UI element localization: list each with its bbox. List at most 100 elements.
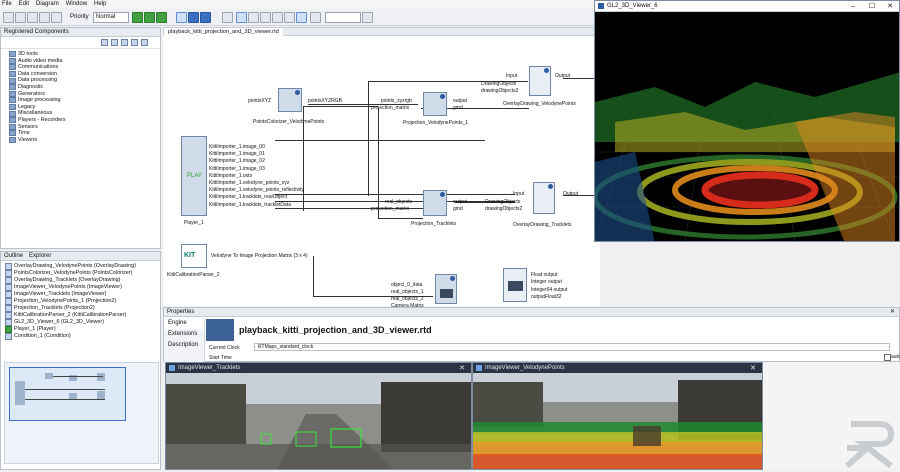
port-label[interactable]: real_objects_1: [391, 289, 424, 295]
minimap-viewport[interactable]: [9, 367, 126, 421]
pause-icon[interactable]: [176, 12, 187, 23]
text-icon[interactable]: [284, 12, 295, 23]
port-label[interactable]: KittiImporter_1.tracklets_realObject: [209, 194, 288, 201]
maximize-icon[interactable]: ☐: [868, 3, 875, 10]
port-label[interactable]: Input: [513, 191, 525, 197]
outline-item[interactable]: KittiCalibrationParser_2 (KittiCalibrati…: [5, 312, 160, 319]
menu-edit[interactable]: Edit: [18, 1, 30, 7]
port-label[interactable]: Output: [563, 191, 579, 197]
outline-item[interactable]: ImageViewer_VelodynePoints (ImageViewer): [5, 284, 160, 291]
close-icon[interactable]: ✕: [750, 365, 756, 372]
port-label[interactable]: Output: [555, 73, 571, 79]
stop-icon[interactable]: [144, 12, 155, 23]
port-label[interactable]: pointsXYZ: [248, 98, 272, 104]
image-viewer-velodyne-titlebar[interactable]: ImageViewer_VelodynePoints ✕: [473, 363, 762, 374]
filter-icon[interactable]: [101, 39, 108, 46]
tab-explorer[interactable]: Explorer: [29, 253, 52, 259]
port-label[interactable]: Input: [506, 73, 518, 79]
tab-outline[interactable]: Outline: [4, 253, 24, 259]
record-icon[interactable]: [260, 12, 271, 23]
connect-wire-icon[interactable]: [248, 12, 259, 23]
sort-icon[interactable]: [121, 39, 128, 46]
close-icon[interactable]: ✕: [889, 309, 895, 315]
port-label[interactable]: KittiImporter_1.velodyne_points_reflecti…: [209, 187, 305, 194]
menu-help[interactable]: Help: [94, 1, 107, 7]
port-label[interactable]: KittiImporter_1.image_03: [209, 165, 265, 172]
tree-item[interactable]: Players - Recorders: [9, 117, 160, 124]
view-icon[interactable]: [131, 39, 138, 46]
close-icon[interactable]: ✕: [887, 3, 893, 10]
tree-item[interactable]: Miscellaneous: [9, 110, 160, 117]
fast-forward-icon[interactable]: [200, 12, 211, 23]
outline-item[interactable]: Player_1 (Player): [5, 326, 160, 333]
tree-item[interactable]: Sensors: [9, 124, 160, 131]
port-label[interactable]: KittiImporter_1.oxts: [209, 172, 253, 179]
kitti-calibration-block[interactable]: KIT: [181, 244, 207, 268]
tab-extensions[interactable]: Extensions: [168, 331, 198, 337]
fit-icon[interactable]: [362, 12, 373, 23]
port-label[interactable]: KittiImporter_1.velodyne_points_xyz: [209, 180, 290, 187]
points-colorizer-block[interactable]: [278, 88, 302, 112]
port-label[interactable]: gmd: [453, 206, 463, 212]
port-label[interactable]: DrawingObjects: [485, 199, 521, 205]
priority-select[interactable]: Normal: [93, 12, 129, 23]
outline-item[interactable]: Projection_VelodynePoints_1 (Projection2…: [5, 298, 160, 305]
player-block[interactable]: PLAY: [181, 136, 207, 216]
gl-viewer-titlebar[interactable]: GL2_3D_Viewer_6 – ☐ ✕: [595, 1, 899, 12]
port-label[interactable]: output: [453, 98, 467, 104]
current-clock-select[interactable]: RTMaps_standard_clock: [254, 343, 890, 351]
tab-description[interactable]: Description: [168, 342, 199, 348]
camera-matrix-block[interactable]: [435, 274, 457, 304]
image-viewer-tracklets-titlebar[interactable]: ImageViewer_Tracklets ✕: [166, 363, 471, 374]
outline-item[interactable]: Condition_1 (Condition): [5, 333, 160, 340]
save-icon[interactable]: [27, 12, 38, 23]
new-file-icon[interactable]: [3, 12, 14, 23]
projection-tracklets-block[interactable]: [423, 190, 447, 216]
kitti-output-port[interactable]: Velodyne To Image Projection Matrix (3 x…: [211, 253, 308, 259]
port-label[interactable]: KittiImporter_1.image_02: [209, 158, 265, 165]
tree-item[interactable]: Generators: [9, 91, 160, 98]
menu-file[interactable]: File: [2, 1, 12, 7]
port-label[interactable]: real_objects: [385, 199, 412, 205]
port-label[interactable]: pointsXYZRGB: [308, 98, 342, 104]
port-label[interactable]: Integer64 output: [531, 286, 568, 293]
tree-item[interactable]: Audio video media: [9, 58, 160, 65]
port-label[interactable]: projection_matrix: [371, 206, 410, 212]
port-label[interactable]: projection_matrix: [371, 105, 410, 111]
zoom-in-icon[interactable]: [222, 12, 233, 23]
open-file-icon[interactable]: [15, 12, 26, 23]
port-label[interactable]: output: [453, 199, 467, 205]
outline-item[interactable]: PointsColorizer_VelodynePoints (PointsCo…: [5, 270, 160, 277]
port-label[interactable]: drawingObjects2: [485, 206, 523, 212]
outline-item[interactable]: OverlayDrawing_Tracklets (OverlayDrawing…: [5, 277, 160, 284]
port-label[interactable]: object_0_data: [391, 282, 423, 288]
tree-item[interactable]: Legacy: [9, 104, 160, 111]
port-label[interactable]: KittiImporter_1.tracklets_trackletData: [209, 201, 291, 208]
collapse-icon[interactable]: [111, 39, 118, 46]
outline-item[interactable]: ImageViewer_Tracklets (ImageViewer): [5, 291, 160, 298]
tree-item[interactable]: Data processing: [9, 77, 160, 84]
tree-item[interactable]: Image processing: [9, 97, 160, 104]
point-cloud-view[interactable]: [595, 12, 900, 242]
tree-item[interactable]: Communications: [9, 64, 160, 71]
settings-icon[interactable]: [141, 39, 148, 46]
port-label[interactable]: Integer output: [531, 279, 562, 286]
tree-item[interactable]: Viewers: [9, 137, 160, 144]
tree-item[interactable]: Time: [9, 130, 160, 137]
tree-item[interactable]: 3D tools: [9, 51, 160, 58]
grid-icon[interactable]: [272, 12, 283, 23]
step-back-icon[interactable]: [132, 12, 143, 23]
print-icon[interactable]: [39, 12, 50, 23]
overlay-velodyne-block[interactable]: [529, 66, 551, 96]
tree-item[interactable]: Diagnostic: [9, 84, 160, 91]
step-forward-icon[interactable]: [188, 12, 199, 23]
tab-engine[interactable]: Engine: [164, 318, 204, 329]
outline-item[interactable]: GL2_3D_Viewer_6 (GL2_3D_Viewer): [5, 319, 160, 326]
play-icon[interactable]: [156, 12, 167, 23]
diagram-canvas[interactable]: PLAY Player_1 KittiImporter_1.image_00 K…: [163, 36, 600, 309]
align-icon[interactable]: [310, 12, 321, 23]
outline-item[interactable]: Projection_Tracklets (Projection2): [5, 305, 160, 312]
data-output-block[interactable]: [503, 268, 527, 302]
projection-velodyne-block[interactable]: [423, 92, 447, 116]
zoom-select[interactable]: [325, 12, 361, 23]
